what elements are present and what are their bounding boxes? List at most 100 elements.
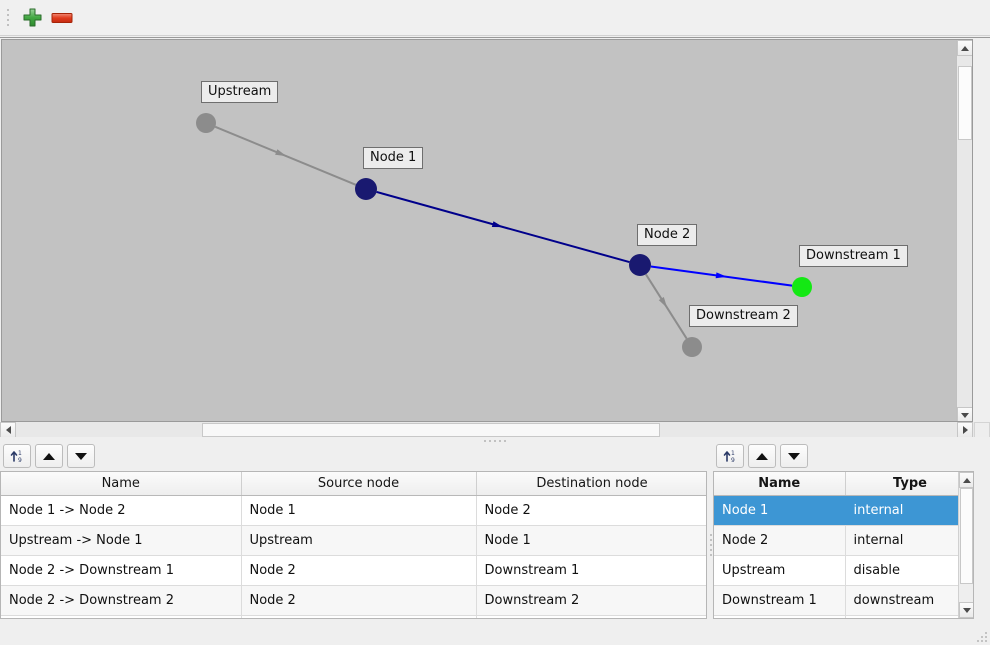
graph-edge-arrow-node1-node2 [491, 221, 504, 228]
graph-edge-arrow-node2-downstream2 [658, 296, 668, 308]
svg-text:1: 1 [731, 450, 735, 457]
sort-ascending-icon: 1 9 [10, 450, 22, 464]
status-bar [0, 623, 990, 645]
sort-ascending-icon: 1 9 [723, 450, 735, 464]
edges-cell-source[interactable]: Node 2 [241, 585, 477, 616]
edges-cell-name[interactable]: Node 1 -> Node 2 [1, 495, 242, 526]
scroll-up-arrow-icon[interactable] [959, 472, 973, 488]
edges-cell-source[interactable]: Node 1 [241, 495, 477, 526]
graph-node-downstream2[interactable] [682, 337, 702, 357]
scroll-right-arrow-icon[interactable] [957, 422, 973, 438]
nodes-column-name[interactable]: Name [714, 472, 846, 496]
add-button[interactable] [17, 3, 47, 33]
nodes-panel-toolbar: 1 9 [713, 443, 990, 469]
edges-cell-destination[interactable]: Downstream 2 [476, 585, 706, 616]
edges-panel-toolbar: 1 9 [0, 443, 709, 469]
edges-cell-destination[interactable]: Node 1 [476, 525, 706, 556]
main-toolbar [0, 0, 990, 36]
nodes-move-up-button[interactable] [748, 444, 776, 468]
resize-grip-icon[interactable] [977, 632, 987, 642]
edges-cell-destination[interactable]: Downstream 1 [476, 555, 706, 586]
nodes-sort-button[interactable]: 1 9 [716, 444, 744, 468]
nodes-cell-name[interactable]: Node 1 [714, 495, 846, 526]
horizontal-splitter[interactable] [0, 437, 990, 445]
graph-edge-arrow-upstream-node1 [275, 149, 287, 157]
svg-text:9: 9 [731, 457, 735, 464]
edges-cell-destination[interactable]: Node 2 [476, 495, 706, 526]
drag-handle-icon[interactable] [3, 7, 13, 29]
nodes-column-type[interactable]: Type [845, 472, 973, 496]
vertical-splitter[interactable] [709, 470, 713, 620]
edges-cell-empty [241, 615, 477, 618]
svg-text:1: 1 [18, 450, 22, 457]
graph-node-label-downstream1[interactable]: Downstream 1 [799, 245, 908, 267]
edges-sort-button[interactable]: 1 9 [3, 444, 31, 468]
edges-cell-empty [1, 615, 242, 618]
scroll-up-arrow-icon[interactable] [957, 40, 972, 56]
edges-table-container: Name Source node Destination node Node 1… [0, 471, 707, 619]
edges-cell-empty [476, 615, 706, 618]
edges-cell-name[interactable]: Node 2 -> Downstream 2 [1, 585, 242, 616]
nodes-cell-type[interactable]: internal [845, 495, 973, 526]
nodes-cell-type[interactable]: disable [845, 555, 973, 586]
edges-column-destination[interactable]: Destination node [476, 472, 706, 496]
nodes-cell-name[interactable]: Node 2 [714, 525, 846, 556]
canvas-vertical-scroll-thumb[interactable] [958, 66, 972, 140]
graph-edge-arrow-node2-downstream1 [715, 272, 727, 279]
remove-minus-icon [51, 12, 73, 23]
nodes-table-header-row: Name Type [714, 472, 973, 496]
edges-column-source[interactable]: Source node [241, 472, 477, 496]
graph-node-label-node2[interactable]: Node 2 [637, 224, 698, 246]
nodes-table-empty-row [714, 615, 973, 618]
nodes-move-down-button[interactable] [780, 444, 808, 468]
edges-move-up-button[interactable] [35, 444, 63, 468]
graph-node-upstream[interactable] [196, 113, 216, 133]
nodes-table-scroll-thumb[interactable] [960, 488, 973, 584]
edges-cell-source[interactable]: Node 2 [241, 555, 477, 586]
graph-node-label-node1[interactable]: Node 1 [363, 147, 424, 169]
edges-column-name[interactable]: Name [1, 472, 242, 496]
edges-cell-source[interactable]: Upstream [241, 525, 477, 556]
nodes-cell-name[interactable]: Upstream [714, 555, 846, 586]
svg-text:9: 9 [18, 457, 22, 464]
canvas-vertical-scrollbar[interactable] [956, 40, 972, 421]
edges-table-empty-row [1, 615, 706, 618]
edges-cell-name[interactable]: Upstream -> Node 1 [1, 525, 242, 556]
graph-node-label-upstream[interactable]: Upstream [201, 81, 279, 103]
nodes-cell-type[interactable]: internal [845, 525, 973, 556]
scroll-down-arrow-icon[interactable] [959, 602, 973, 618]
nodes-table-vertical-scrollbar[interactable] [958, 472, 973, 618]
add-plus-icon [23, 8, 41, 27]
canvas-horizontal-scrollbar[interactable] [0, 422, 990, 438]
graph-node-node2[interactable] [629, 254, 651, 276]
scroll-down-arrow-icon[interactable] [957, 407, 972, 421]
edges-move-down-button[interactable] [67, 444, 95, 468]
edges-table-header-row: Name Source node Destination node [1, 472, 706, 496]
graph-node-label-downstream2[interactable]: Downstream 2 [689, 305, 798, 327]
graph-node-downstream1[interactable] [792, 277, 812, 297]
remove-button[interactable] [47, 3, 77, 33]
nodes-cell-name[interactable]: Downstream 1 [714, 585, 846, 616]
graph-drawing [196, 113, 812, 357]
canvas-horizontal-scroll-thumb[interactable] [202, 423, 660, 437]
graph-node-node1[interactable] [355, 178, 377, 200]
scroll-left-arrow-icon[interactable] [0, 422, 16, 438]
edges-cell-name[interactable]: Node 2 -> Downstream 1 [1, 555, 242, 586]
edges-table: Name Source node Destination node Node 1… [1, 472, 706, 618]
nodes-cell-type[interactable]: downstream [845, 585, 973, 616]
nodes-cell-empty [714, 615, 846, 618]
scrollbar-corner [974, 422, 990, 438]
